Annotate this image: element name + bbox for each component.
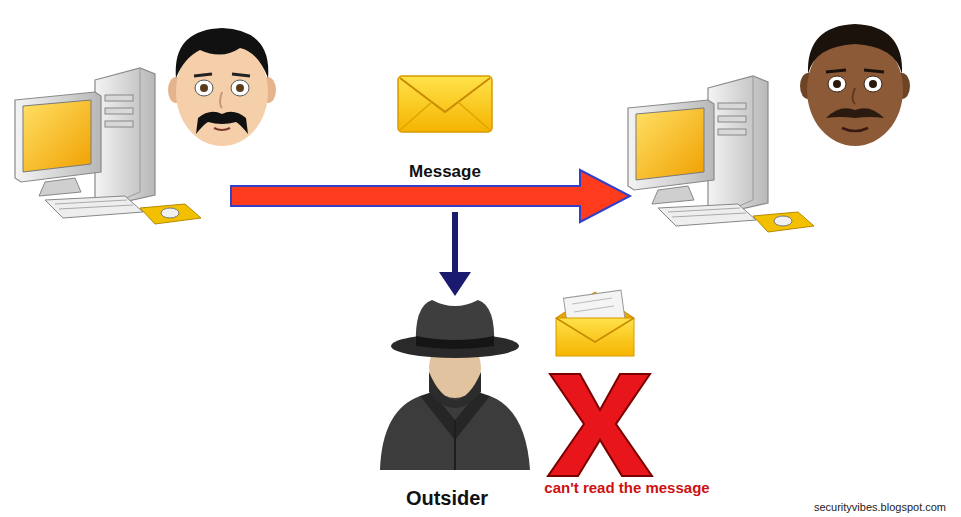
open-envelope-icon xyxy=(556,290,634,356)
intercept-arrow xyxy=(439,212,471,296)
sender-face xyxy=(168,28,276,146)
spy-figure xyxy=(380,300,530,470)
message-label: Message xyxy=(409,163,481,182)
envelope-icon xyxy=(398,76,492,132)
cross-mark xyxy=(548,374,652,476)
role-label: Outsider xyxy=(406,487,488,509)
receiver-face xyxy=(800,24,910,146)
watermark: securityvibes.blogspot.com xyxy=(814,501,946,513)
status-note: can't read the message xyxy=(544,480,709,497)
